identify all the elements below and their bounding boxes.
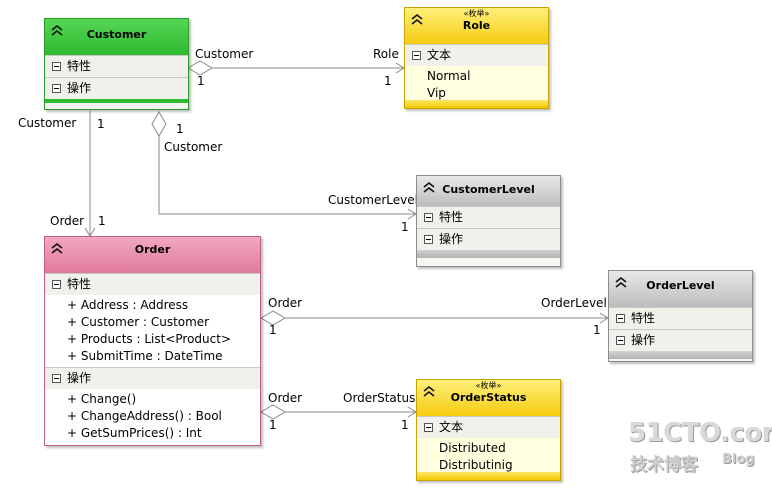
attribute[interactable]: + SubmitTime : DateTime [67,349,223,363]
collapse-toggle-icon[interactable] [52,374,61,383]
assoc-order-level-target-role: OrderLevel [541,296,607,310]
assoc-customer-role-target-mult: 1 [384,74,392,88]
watermark-sub: 技术博客 [630,455,698,475]
assoc-order-status-source-role: Order [268,391,303,405]
collapse-toggle-icon[interactable] [616,336,625,345]
enum-literal: Vip [427,86,446,100]
section-operations[interactable]: 操作 [609,329,752,351]
assoc-order-level-diamond [260,310,286,326]
section-attributes[interactable]: 特性 [45,55,188,77]
watermark-blog: Blog [722,452,755,467]
collapse-toggle-icon[interactable] [52,280,61,289]
class-name: Customer [86,28,147,41]
stereotype-label: «枚举» [475,381,502,390]
enum-order-status[interactable]: «枚举» OrderStatus 文本 Distributed Distribu… [416,379,561,481]
collapse-chevron-icon[interactable] [422,385,436,397]
section-operations[interactable]: 操作 [417,228,560,250]
class-name: Order [134,243,171,256]
assoc-order-level-target-mult: 1 [593,323,601,337]
collapse-chevron-icon[interactable] [50,242,64,254]
section-operations[interactable]: 操作 [45,367,260,389]
class-order[interactable]: Order 特性 + Address : Address + Customer … [44,236,261,446]
class-customer-level[interactable]: CustomerLevel 特性 操作 [416,175,561,267]
section-attributes[interactable]: 特性 [609,307,752,329]
attribute[interactable]: + Address : Address [67,298,189,312]
assoc-customer-level-source-mult: 1 [176,122,184,136]
enum-literal: Distributed [439,441,506,455]
assoc-customer-order-source-role: Customer [18,116,77,130]
assoc-order-status-diamond [260,404,286,420]
collapse-toggle-icon[interactable] [52,62,61,71]
section-operations[interactable]: 操作 [45,77,188,99]
collapse-chevron-icon[interactable] [50,24,64,36]
class-name: CustomerLevel [442,183,535,196]
section-attributes[interactable]: 特性 [417,206,560,228]
operation[interactable]: + Change() [67,392,137,406]
assoc-customer-role-source-mult: 1 [197,74,205,88]
enum-literal: Distributinig [439,458,513,472]
attribute[interactable]: + Products : List<Product> [67,332,232,346]
assoc-customer-level-line [158,136,416,215]
assoc-customer-role-target-role: Role [373,47,399,61]
stereotype-label: «枚举» [463,9,490,18]
collapse-toggle-icon[interactable] [424,423,433,432]
collapse-toggle-icon[interactable] [412,51,421,60]
watermark-main: 51CTO.com [628,418,772,448]
section-attributes[interactable]: 特性 [45,273,260,295]
class-customer[interactable]: Customer 特性 操作 [44,18,189,110]
collapse-toggle-icon[interactable] [616,314,625,323]
assoc-customer-level-target-role: CustomerLevel [328,193,418,207]
assoc-order-level-source-role: Order [268,296,303,310]
assoc-customer-role-source-role: Customer [195,47,254,61]
operation[interactable]: + ChangeAddress() : Bool [67,409,222,423]
assoc-customer-level-diamond [151,111,167,137]
assoc-customer-level-target-mult: 1 [401,220,409,234]
collapse-chevron-icon[interactable] [410,13,424,25]
collapse-chevron-icon[interactable] [422,181,436,193]
enum-role[interactable]: «枚举» Role 文本 Normal Vip [404,7,549,109]
assoc-customer-order-target-mult: 1 [98,214,106,228]
assoc-customer-order-source-mult: 1 [97,117,105,131]
assoc-customer-order-target-role: Order [50,214,85,228]
class-order-level[interactable]: OrderLevel 特性 操作 [608,270,753,362]
collapse-toggle-icon[interactable] [52,84,61,93]
collapse-chevron-icon[interactable] [614,276,628,288]
section-literals[interactable]: 文本 [417,416,560,438]
class-name: OrderStatus [450,391,527,404]
assoc-order-level-source-mult: 1 [269,323,277,337]
collapse-toggle-icon[interactable] [424,213,433,222]
enum-literal: Normal [427,69,471,83]
assoc-order-status-source-mult: 1 [269,418,277,432]
section-literals[interactable]: 文本 [405,44,548,66]
assoc-customer-level-source-role: Customer [164,140,223,154]
attribute[interactable]: + Customer : Customer [67,315,210,329]
watermark-logo: 51CTO.com 技术博客 Blog [626,418,772,478]
assoc-customer-role-diamond [187,60,213,76]
assoc-order-status-target-mult: 1 [401,418,409,432]
assoc-order-status-target-role: OrderStatus [343,391,416,405]
operation[interactable]: + GetSumPrices() : Int [67,426,202,440]
collapse-toggle-icon[interactable] [424,235,433,244]
class-name: OrderLevel [646,279,715,292]
class-name: Role [462,19,491,32]
